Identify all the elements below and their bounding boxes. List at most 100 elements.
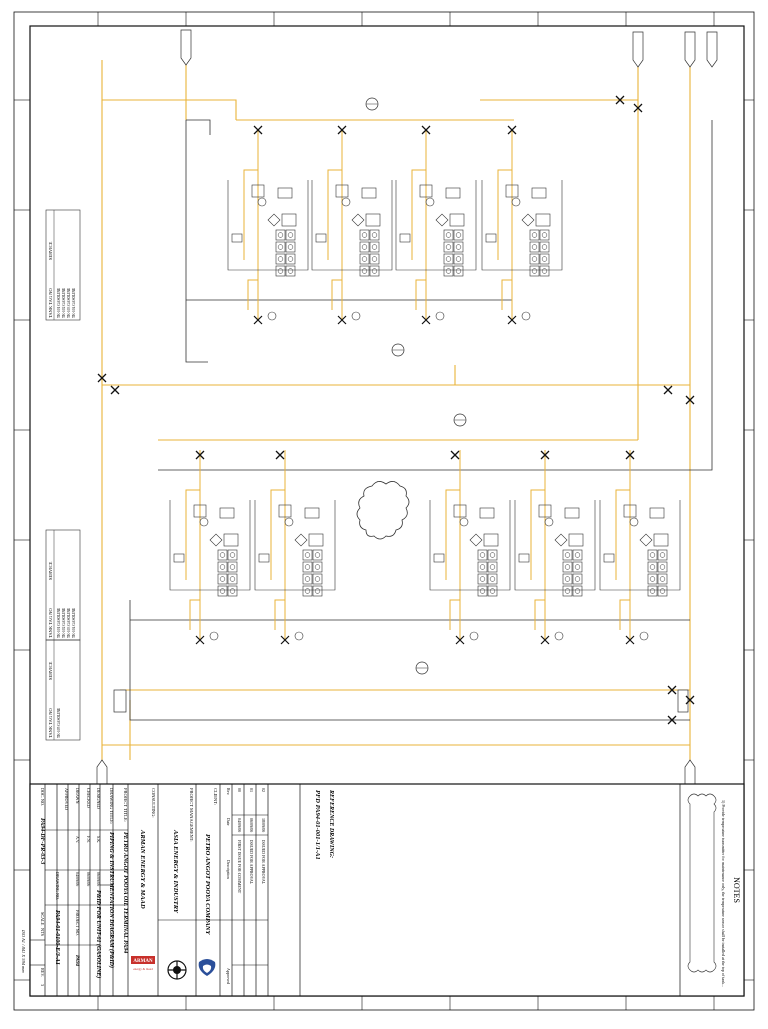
drawing-no: PA94-01-0100-E/3-A1	[54, 910, 60, 965]
breaker-cell	[562, 585, 573, 597]
breaker-cell	[453, 241, 464, 253]
legend-line: TK-104 GASOLINE	[72, 287, 76, 318]
instrument-bubble	[435, 311, 445, 321]
rev-header-date: Date	[226, 818, 231, 826]
breaker-indicator	[564, 588, 571, 594]
level-transmitter	[538, 504, 552, 518]
breaker-cell	[539, 265, 550, 277]
gate-valve	[97, 373, 107, 383]
breaker-indicator	[361, 256, 368, 262]
rev-label: REV.	[40, 968, 45, 977]
notes-heading: NOTES	[732, 877, 741, 903]
tank-inlet-pipe	[530, 489, 545, 580]
control-box	[483, 533, 499, 547]
legend-line: TK-101 GASOLINE	[57, 287, 61, 318]
lower-tank-group	[169, 450, 681, 645]
level-transmitter	[251, 184, 265, 198]
breaker-cell	[369, 265, 380, 277]
instrument-branch	[186, 119, 211, 135]
gate-valve	[615, 95, 625, 105]
diamond-symbol	[209, 533, 223, 547]
breaker-cell	[529, 265, 540, 277]
breaker-indicator	[455, 268, 462, 274]
legend-line: TK-103 GASOLINE	[67, 287, 71, 318]
breaker-indicator	[531, 256, 538, 262]
instrument-bubble	[639, 631, 649, 641]
level-transmitter	[623, 504, 637, 518]
approved-label: APPROVED	[64, 788, 69, 810]
small-box	[433, 553, 445, 563]
breaker-indicator	[445, 256, 452, 262]
frame-zone-ticks	[14, 12, 754, 1010]
gate-valve	[275, 450, 285, 460]
breaker-cell	[572, 573, 583, 585]
gate-valve	[625, 450, 635, 460]
breaker-cell	[529, 253, 540, 265]
pm-logo	[167, 960, 187, 980]
instrument-bubble	[521, 311, 531, 321]
breaker-indicator	[445, 268, 452, 274]
breaker-cell	[487, 561, 498, 573]
control-box	[308, 533, 324, 547]
breaker-cell	[443, 229, 454, 241]
control-box	[223, 533, 239, 547]
breaker-indicator	[541, 232, 548, 238]
breaker-indicator	[314, 552, 321, 558]
breaker-cell	[487, 573, 498, 585]
client-name: PETRO ANGOT POOYA COMPANY	[204, 834, 211, 935]
gate-valve	[685, 695, 695, 705]
breaker-indicator	[455, 232, 462, 238]
pm-name: ASIA ENERGY & INDUSTRY	[172, 829, 179, 914]
breaker-cell	[572, 561, 583, 573]
control-box	[281, 213, 297, 227]
control-box	[219, 507, 235, 519]
level-transmitter	[505, 184, 519, 198]
gate-valve	[540, 450, 550, 460]
breaker-indicator	[287, 232, 294, 238]
breaker-cell	[217, 549, 228, 561]
breaker-cell	[487, 549, 498, 561]
breaker-cell	[302, 585, 313, 597]
breaker-cell	[647, 549, 658, 561]
tank-inlet-pipe	[411, 169, 426, 260]
instrument-bubble	[544, 517, 554, 527]
equipment-box	[113, 689, 127, 713]
level-transmitter	[419, 184, 433, 198]
tank-inlet-pipe	[243, 169, 258, 260]
control-box	[361, 187, 377, 199]
breaker-cell	[647, 585, 658, 597]
tank-inlet-pipe	[270, 489, 285, 580]
breaker-indicator	[564, 576, 571, 582]
unit-signal-frame	[599, 500, 681, 591]
gate-valve	[421, 315, 431, 325]
checked-label: CHECKED	[86, 788, 91, 808]
breaker-cell	[443, 241, 454, 253]
breaker-cell	[312, 549, 323, 561]
rev-no: 3	[40, 984, 45, 986]
breaker-indicator	[445, 244, 452, 250]
breaker-cell	[477, 585, 488, 597]
breaker-indicator	[541, 268, 548, 274]
instrument-bubble	[284, 517, 294, 527]
breaker-cell	[217, 561, 228, 573]
equipment-box	[677, 689, 689, 713]
unit-signal-frame	[254, 500, 336, 591]
breaker-indicator	[649, 564, 656, 570]
breaker-indicator	[219, 564, 226, 570]
breaker-indicator	[489, 588, 496, 594]
gate-valve	[253, 125, 263, 135]
gate-valve	[421, 125, 431, 135]
control-box	[531, 187, 547, 199]
breaker-cell	[443, 265, 454, 277]
valves	[97, 95, 695, 725]
control-box	[568, 533, 584, 547]
legend-line: TK-101 GASOLINE	[57, 607, 61, 638]
drawing-title: PIPING & INSTRUMENTATION DIAGRAM (P&ID)	[108, 832, 115, 968]
breaker-indicator	[541, 256, 548, 262]
gate-valve	[685, 395, 695, 405]
gate-valve	[337, 315, 347, 325]
instrument-bubble	[459, 517, 469, 527]
breaker-cell	[359, 241, 370, 253]
breaker-cell	[529, 229, 540, 241]
breaker-cell	[285, 229, 296, 241]
